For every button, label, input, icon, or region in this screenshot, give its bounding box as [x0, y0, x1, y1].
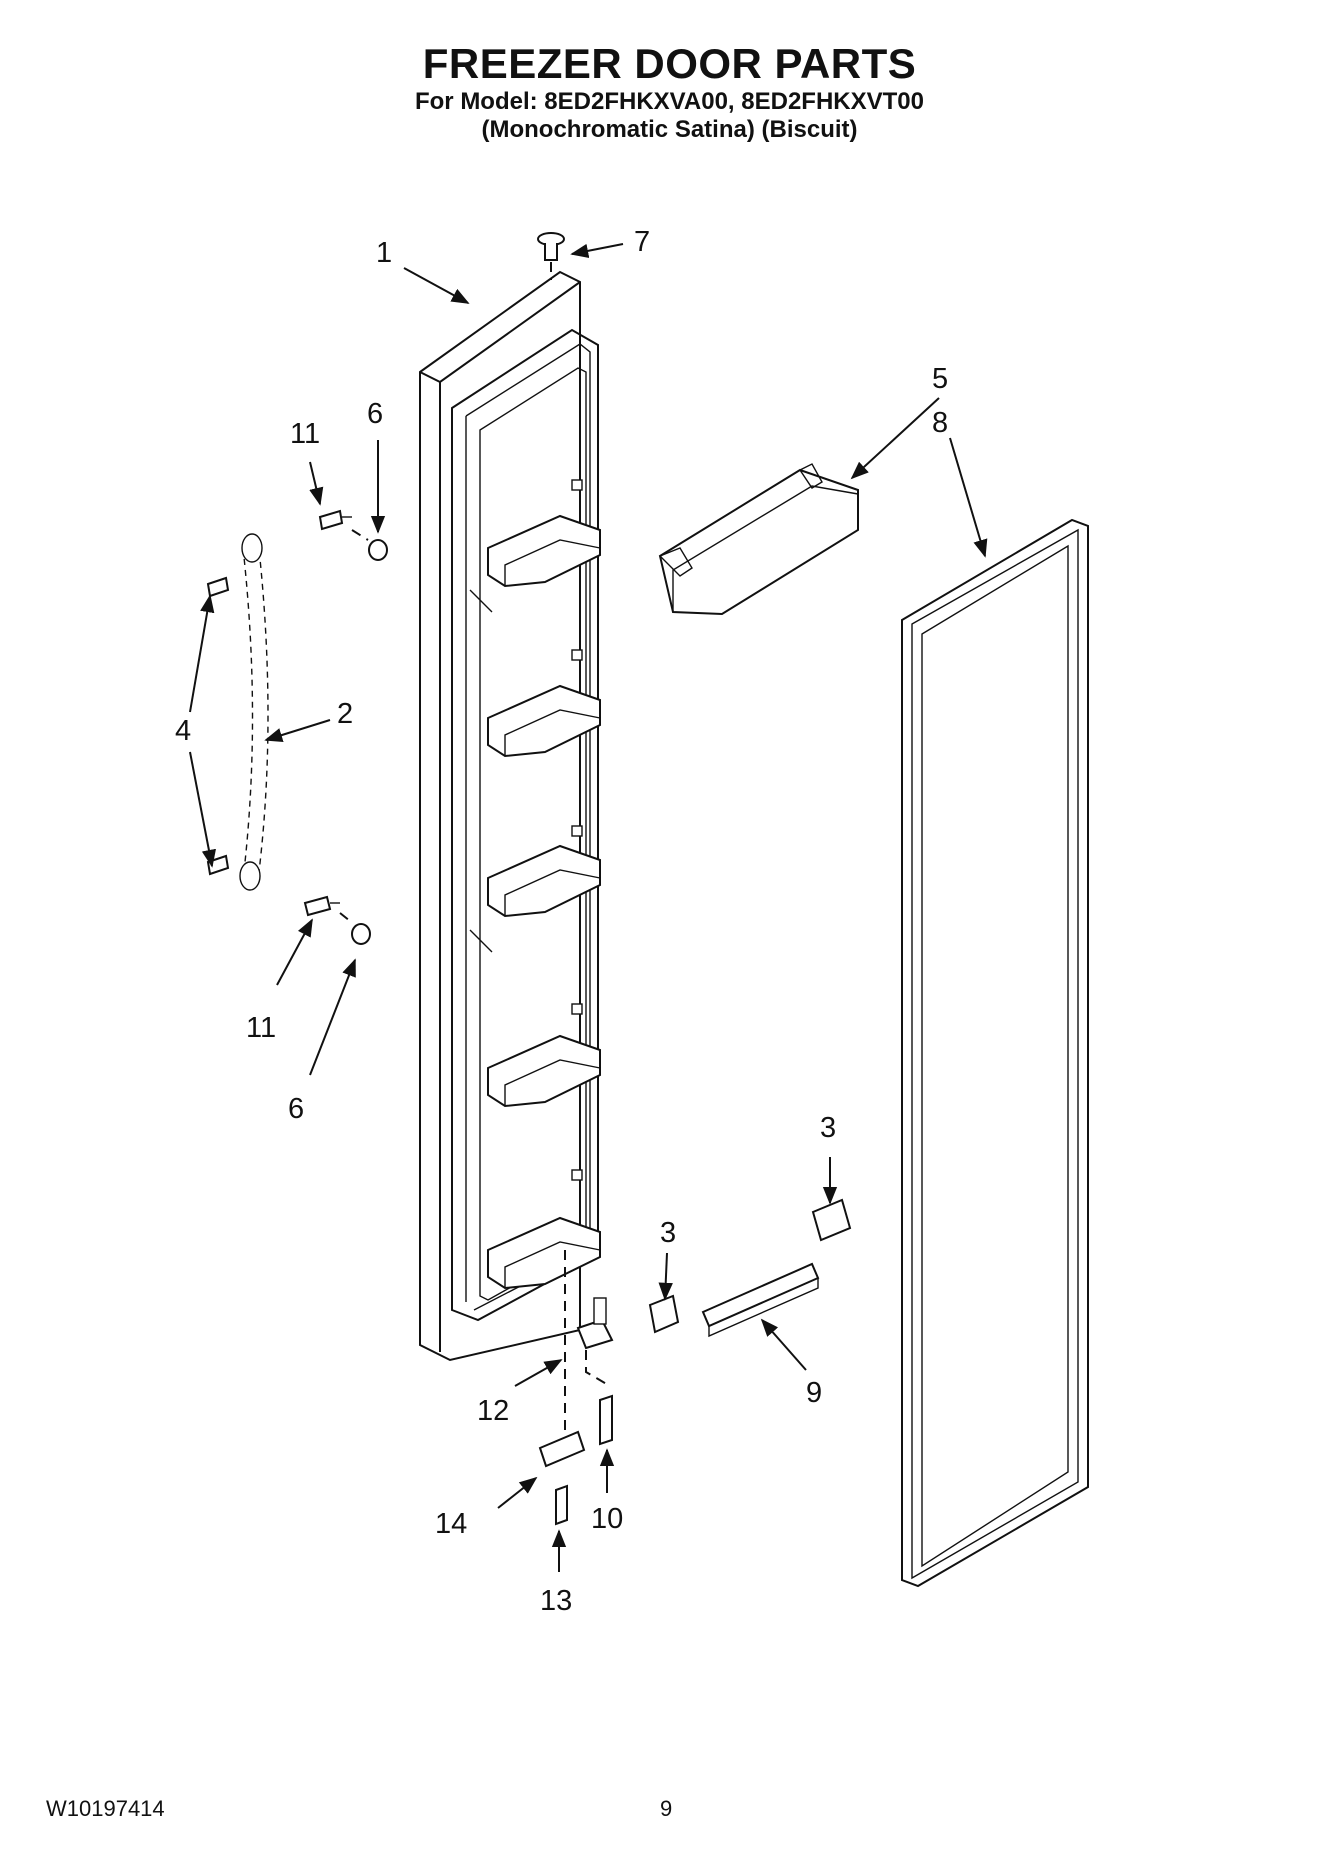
- door-bin-part: [658, 463, 859, 616]
- callout-4: 4: [175, 715, 191, 747]
- callout-7: 7: [634, 226, 650, 258]
- callout-8: 8: [932, 407, 948, 439]
- hinge-hardware-part: [538, 1250, 614, 1526]
- callout-11-top: 11: [290, 418, 320, 450]
- page-title: FREEZER DOOR PARTS: [422, 40, 917, 87]
- leader-lines: [189, 243, 988, 1572]
- page-number: 9: [660, 1796, 673, 1821]
- callout-6-top: 6: [367, 398, 383, 430]
- callout-5: 5: [932, 363, 948, 395]
- callout-1: 1: [376, 237, 392, 269]
- callout-3-right: 3: [820, 1112, 836, 1144]
- callout-11-bottom: 11: [246, 1012, 276, 1044]
- callout-3-left: 3: [660, 1217, 676, 1249]
- door-liner-part: [419, 270, 601, 1362]
- retainer-brackets-part: [648, 1198, 852, 1338]
- callout-9: 9: [806, 1377, 822, 1409]
- door-handle-part: [206, 533, 269, 891]
- callout-2: 2: [337, 698, 353, 730]
- screws-spacers-part: [303, 509, 388, 945]
- model-line: For Model: 8ED2FHKXVA00, 8ED2FHKXVT00: [414, 88, 924, 115]
- top-plug-part: [537, 232, 565, 280]
- door-gasket-part: [901, 518, 1089, 1588]
- callout-14: 14: [435, 1508, 467, 1540]
- callout-13: 13: [540, 1585, 572, 1617]
- doc-number: W10197414: [46, 1796, 165, 1821]
- callout-10: 10: [591, 1503, 623, 1535]
- callout-12: 12: [477, 1395, 509, 1427]
- callout-labels: 1 7 11 6 5 8 2 4 11 6 3 3 9 12 14 10 13: [175, 226, 948, 1617]
- finish-line: (Monochromatic Satina) (Biscuit): [481, 116, 858, 143]
- callout-6-bottom: 6: [288, 1093, 304, 1125]
